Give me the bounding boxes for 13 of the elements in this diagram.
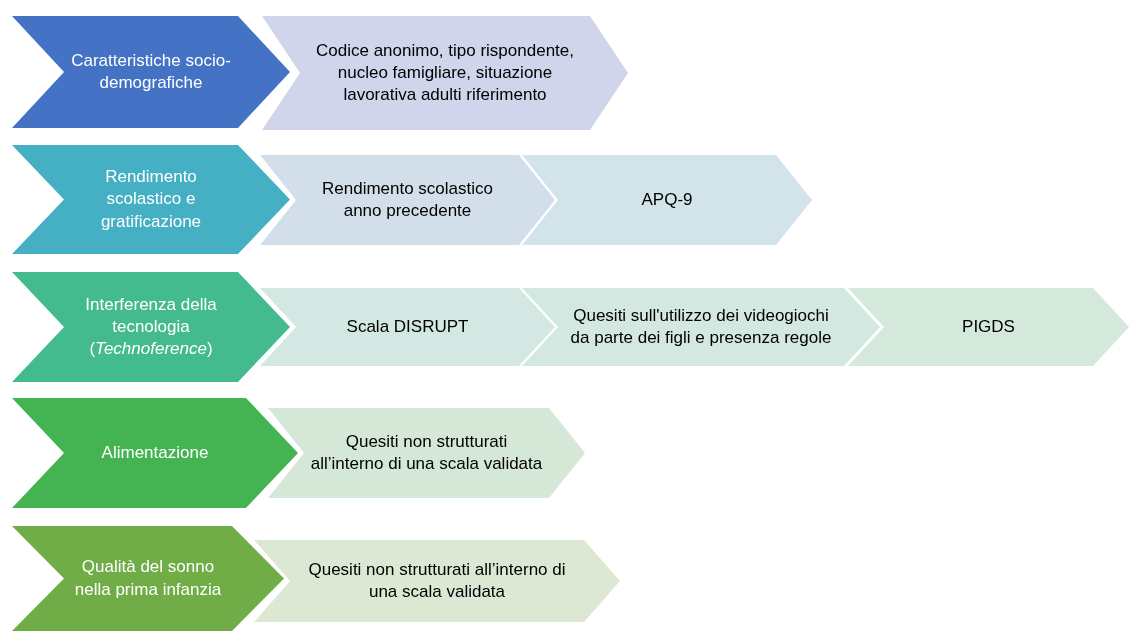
- chevron-label: Quesiti non strutturati all’interno di una scala validata: [307, 558, 567, 603]
- chevron-label: APQ-9: [641, 188, 693, 211]
- chevron-label: Rendimento scolastico e gratificazione: [99, 166, 203, 233]
- chevron-label: Quesiti sull'utilizzo dei videogiochi da parte dei figli e presenza regole: [569, 304, 833, 349]
- chevron-label: Rendimento scolastico anno precedente: [321, 177, 494, 222]
- chevron-label: Codice anonimo, tipo rispondente, nucleo famigliare, situazione lavorativa adulti riferimento: [315, 39, 575, 107]
- chevron-label: Interferenza della tecnologia (Technoference): [84, 293, 218, 361]
- chevron-label: Scala DISRUPT: [346, 315, 469, 338]
- chevron-label: Quesiti non strutturati all’interno di una scala validata: [310, 430, 543, 475]
- chevron-label: Qualità del sonno nella prima infanzia: [73, 556, 223, 601]
- chevron-label: PIGDS: [962, 315, 1015, 338]
- chevron-label: Alimentazione: [101, 441, 209, 464]
- chevron-label: Caratteristiche socio-demografiche: [70, 49, 232, 94]
